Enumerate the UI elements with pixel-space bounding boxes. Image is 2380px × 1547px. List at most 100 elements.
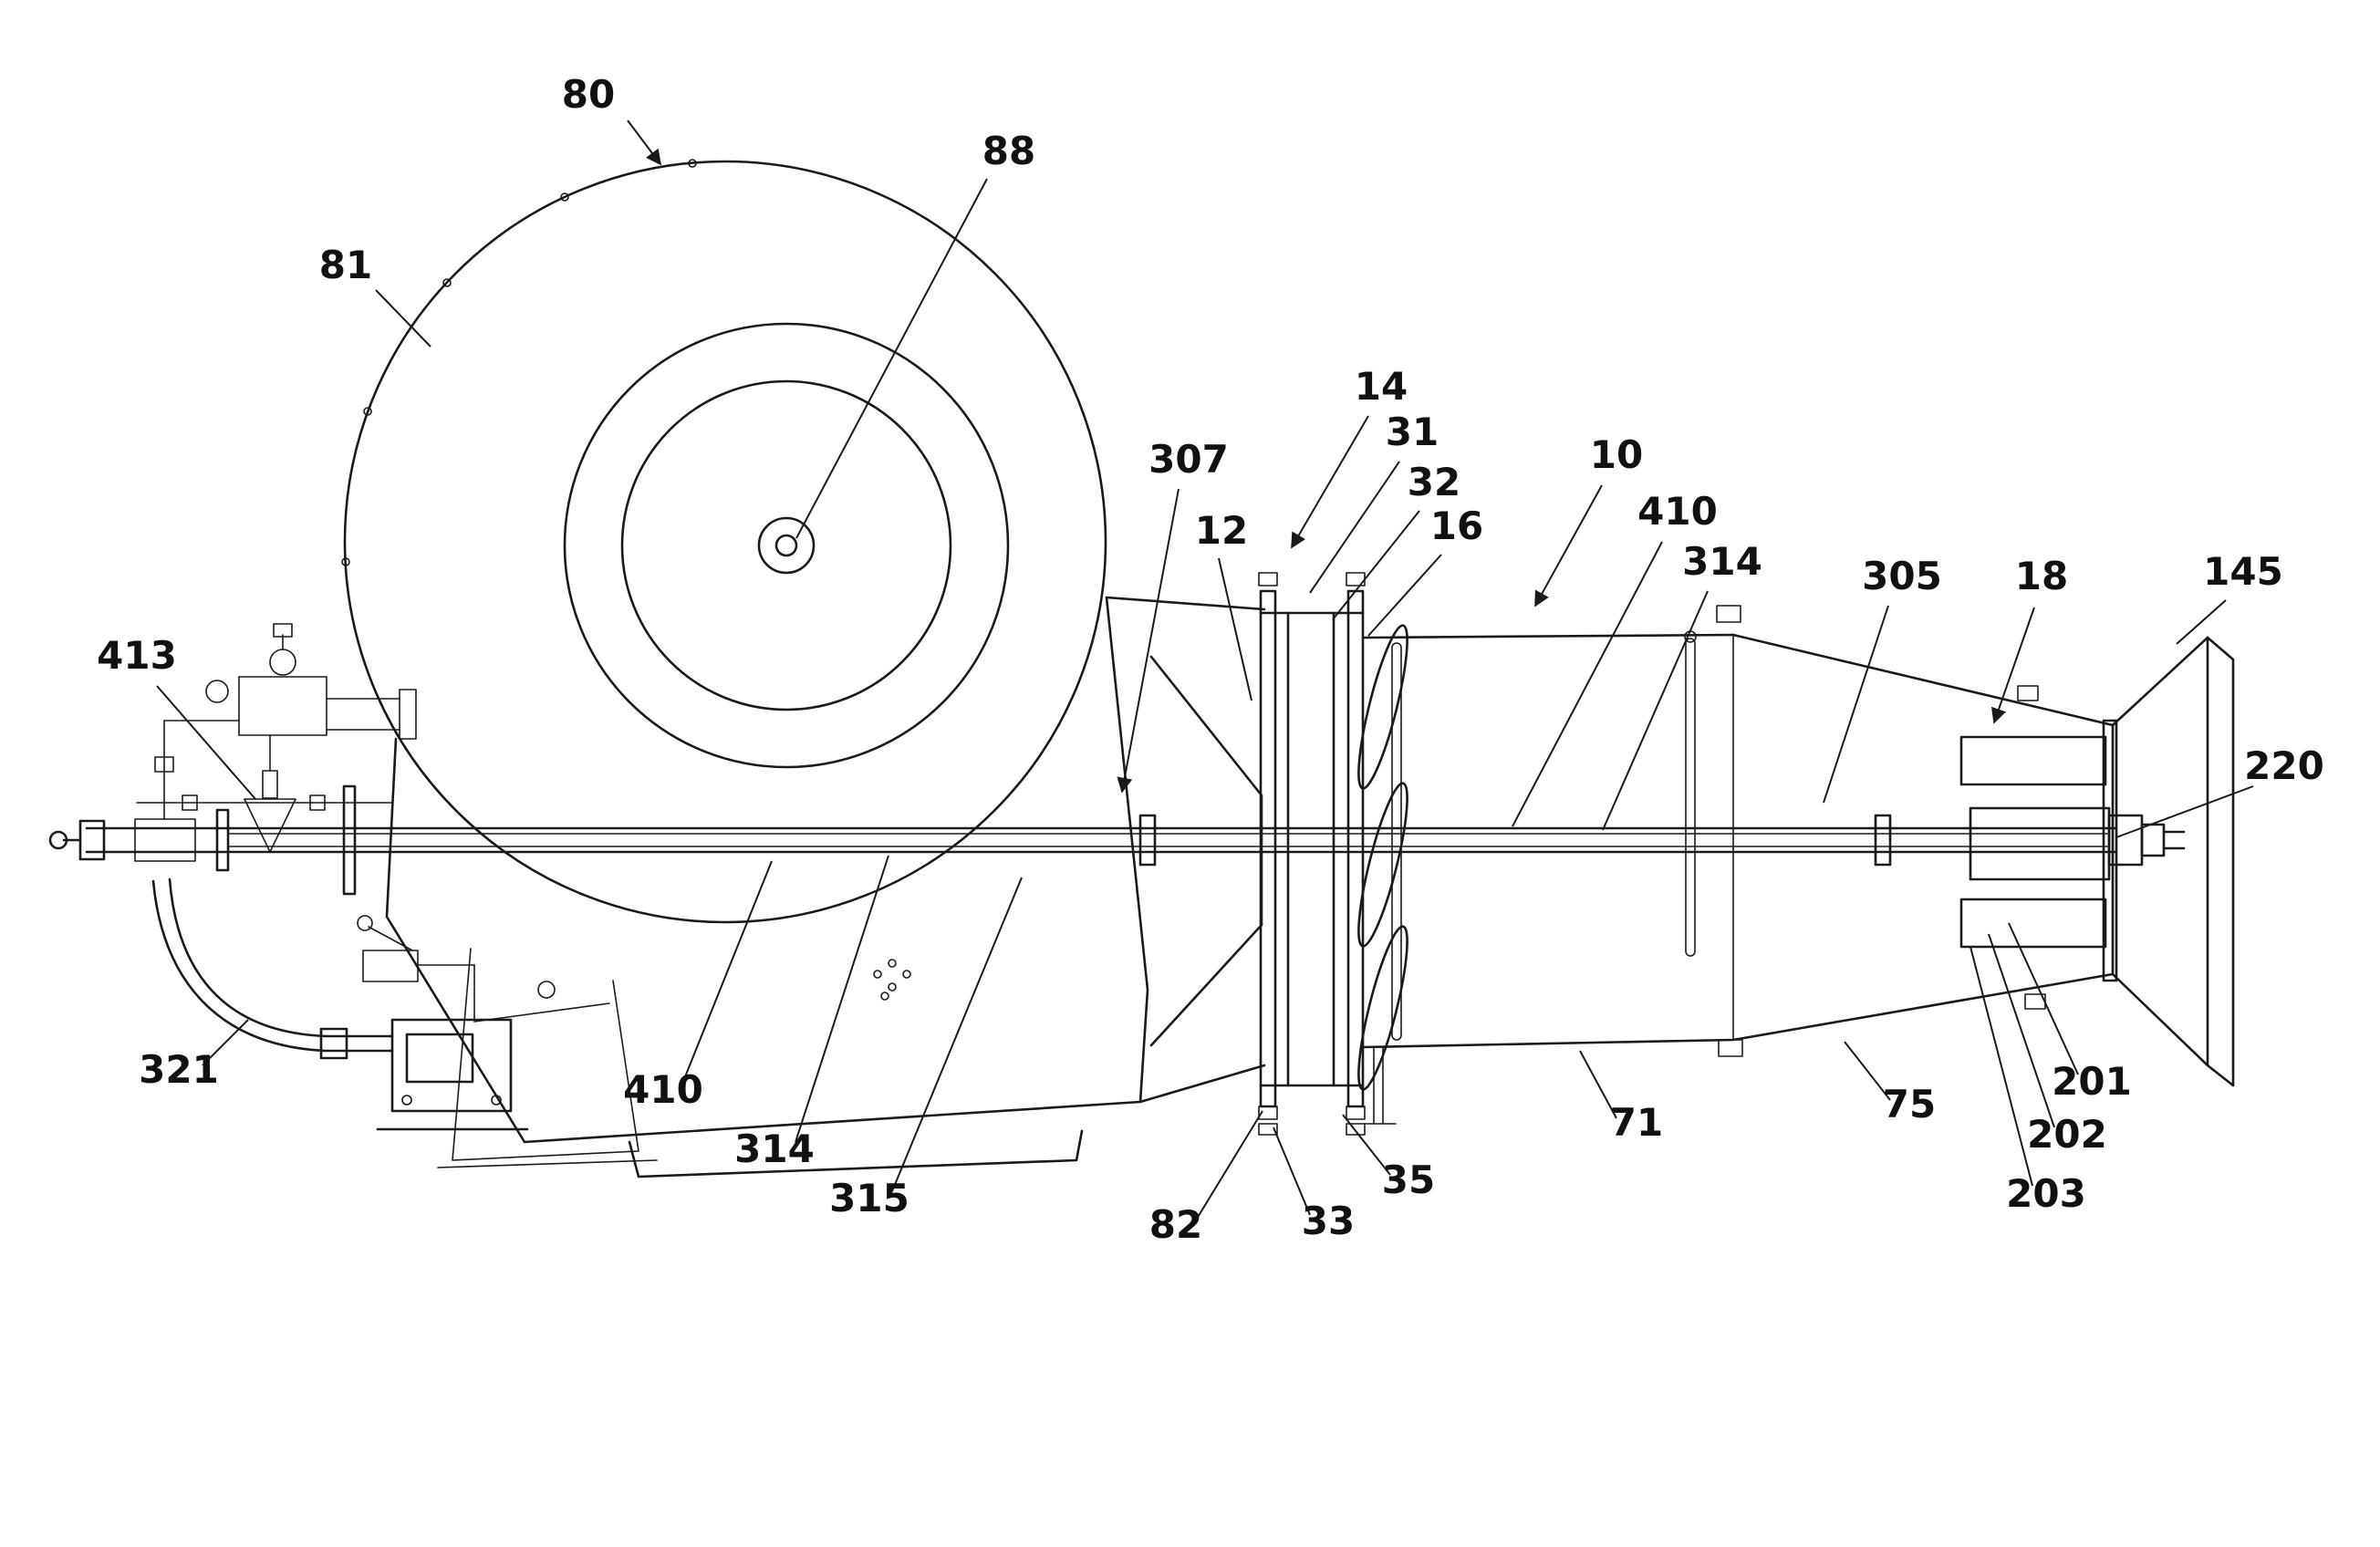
regulator-body [238, 676, 327, 736]
ref-label-10: 10 [1590, 432, 1643, 477]
ref-label-88: 88 [982, 129, 1035, 173]
ref-label-305: 305 [1862, 554, 1942, 598]
pump-inner [405, 1033, 474, 1084]
body-stand [437, 948, 658, 1168]
boom-shaft [48, 784, 2118, 896]
ref-label-81: 81 [319, 243, 372, 287]
body-detail-dots [537, 959, 911, 1001]
duct-bottom [1361, 972, 2115, 1049]
leader-18 [1991, 607, 2035, 724]
leader-80 [627, 119, 662, 166]
leader-33 [1273, 1127, 1311, 1216]
ref-label-410-bottom: 410 [623, 1067, 703, 1112]
pump-body [390, 1018, 513, 1113]
ref-label-202: 202 [2027, 1112, 2107, 1157]
shaft-flange-plate [342, 784, 357, 896]
leader-lines [156, 119, 2254, 1220]
ref-label-32: 32 [1408, 460, 1460, 504]
funnel-valve [244, 798, 296, 853]
body-keel [628, 1129, 1084, 1178]
leader-410-bottom [681, 860, 773, 1085]
ref-label-71: 71 [1610, 1100, 1663, 1145]
machine-body [385, 596, 1149, 1178]
ref-label-35: 35 [1382, 1158, 1435, 1202]
ref-label-80: 80 [562, 72, 615, 117]
duct-details [1391, 605, 2046, 1057]
gauge [205, 680, 229, 703]
transition-cone-bottom [1149, 923, 1263, 1047]
leader-305 [1823, 605, 1889, 804]
cross-valve [134, 818, 196, 862]
hose-connector [319, 1027, 348, 1060]
nozzle-assembly [1959, 735, 2186, 949]
transition-cone-top [1149, 655, 1263, 797]
ref-label-410-top: 410 [1637, 489, 1718, 534]
funnel-stem [262, 770, 278, 799]
ring-bottom-bracket [1364, 1046, 1397, 1125]
discharge-duct [1361, 633, 2115, 1049]
flare-top [2111, 636, 2209, 727]
reference-labels: 80 88 81 307 12 14 31 32 16 10 410 314 3… [97, 72, 2324, 1247]
transition-duct [1105, 596, 1266, 1104]
leader-314-bottom [795, 855, 889, 1143]
leader-201 [2008, 922, 2079, 1075]
ref-label-31: 31 [1386, 410, 1439, 454]
shaft-left-cap [78, 819, 106, 861]
leader-31 [1309, 461, 1400, 594]
leader-81 [375, 289, 431, 348]
fan-housing-outline [343, 160, 1107, 924]
ref-label-75: 75 [1883, 1082, 1936, 1127]
pump-valve-group [357, 915, 502, 1106]
leader-410-top [1512, 541, 1663, 827]
transition-bottom [1138, 1064, 1266, 1104]
leader-75 [1844, 1041, 1891, 1101]
fan-inlet-outer-ring [563, 322, 1010, 769]
outlet-flare [2102, 636, 2235, 1087]
ref-label-12: 12 [1195, 508, 1248, 553]
leader-203 [1969, 946, 2033, 1187]
shaft-coupling-2 [1138, 814, 1157, 867]
leader-35 [1342, 1114, 1391, 1176]
ref-label-201: 201 [2052, 1059, 2132, 1104]
fan-ring-section [1259, 589, 1365, 1108]
shaft-end-cap [2140, 823, 2166, 857]
left-plumbing [134, 623, 417, 862]
feed-pipe-fitting [399, 689, 417, 740]
shaft-coupling-1 [215, 808, 230, 872]
leader-88 [795, 178, 988, 539]
leader-321 [202, 1019, 249, 1066]
ref-label-14: 14 [1355, 364, 1408, 409]
ref-label-145: 145 [2203, 549, 2283, 594]
shaft-left-knob [48, 830, 68, 850]
flare-mount-flange [2102, 719, 2118, 982]
leader-220 [2115, 785, 2254, 838]
regulator-knob [269, 649, 296, 676]
ref-label-315: 315 [829, 1176, 909, 1220]
fan-blades [1357, 624, 1408, 1091]
ref-label-33: 33 [1302, 1199, 1355, 1243]
shaft-end-nut [2107, 814, 2144, 867]
nozzle-body [1969, 806, 2111, 881]
leader-82 [1196, 1110, 1263, 1220]
hose-inner [168, 877, 394, 1038]
leader-14 [1291, 415, 1369, 549]
ref-label-220: 220 [2244, 743, 2324, 788]
transition-top [1105, 596, 1266, 611]
flare-side-face [2206, 636, 2235, 1087]
flare-bottom [2111, 972, 2209, 1067]
leader-202 [1988, 933, 2055, 1128]
rear-flange [1346, 589, 1365, 1108]
leader-12 [1218, 557, 1252, 701]
manifold-fitting-1 [182, 794, 198, 811]
leader-16 [1367, 554, 1442, 637]
shaft-coupling-3 [1874, 814, 1892, 867]
boom-shaft-inner-tubes [227, 833, 2108, 847]
leader-145 [2176, 599, 2227, 645]
body-outline [385, 596, 1149, 1144]
fan-inlet-inner-ring [620, 379, 952, 711]
ref-label-321: 321 [139, 1047, 219, 1092]
regulator-cap [273, 623, 293, 638]
leader-10 [1534, 484, 1603, 607]
